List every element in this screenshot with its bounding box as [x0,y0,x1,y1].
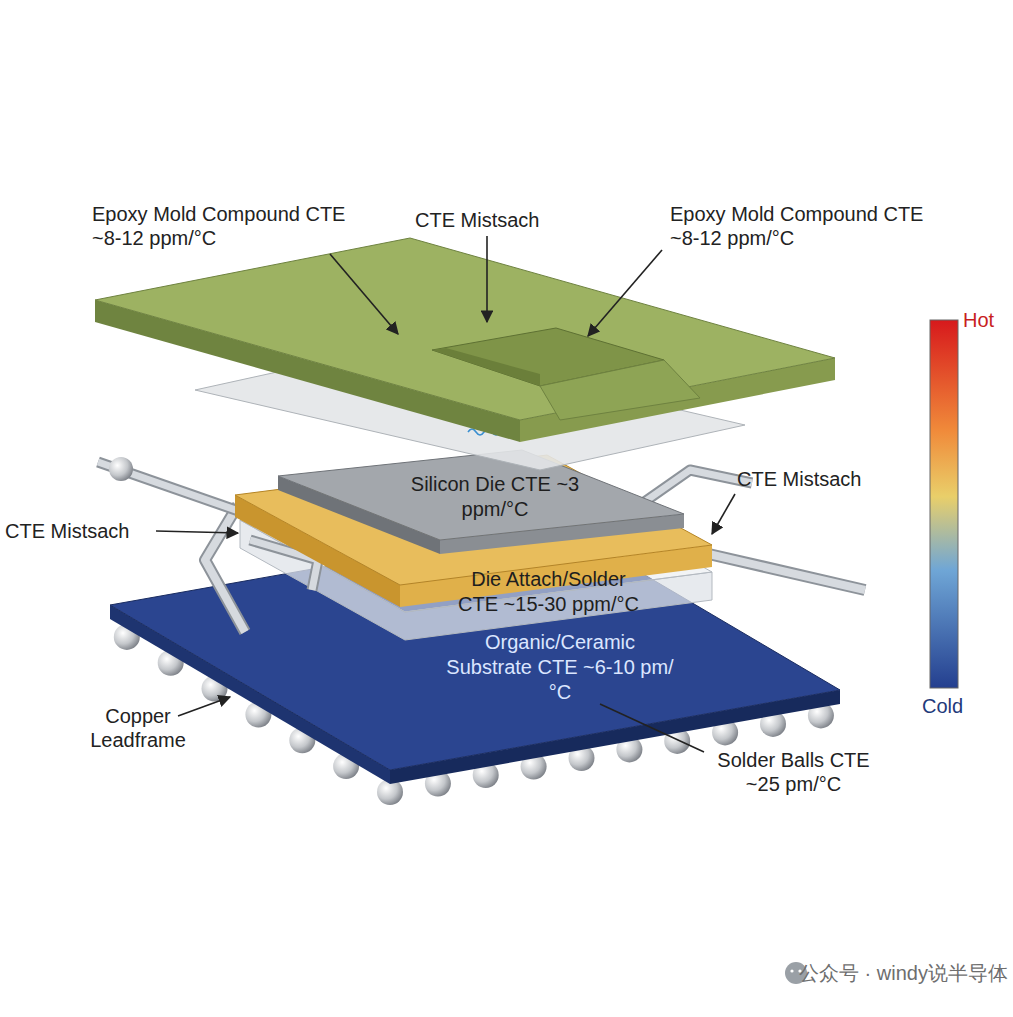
layer-label-box: Silicon Die CTE ~3 ppm/°C [400,472,590,522]
layer-text: Silicon Die CTE ~3 ppm/°C [400,472,590,522]
scale-cold: Cold [922,694,963,718]
material-callout: Epoxy Mold Compound CTE ~8-12 ppm/°C [670,202,945,251]
layer-label-box: Organic/Ceramic Substrate CTE ~6-10 pm/°… [440,630,680,705]
leadframe [98,457,865,632]
heat-scale [930,320,958,688]
watermark: 公众号 · windy说半导体 [799,961,1008,985]
mismatch-callout: CTE Mistsach [737,467,861,491]
silicon-die [278,450,684,554]
material-callout: Epoxy Mold Compound CTE ~8-12 ppm/°C [92,202,367,251]
mismatch-callout: CTE Mistsach [415,208,539,232]
mold-cavity-wall [432,348,540,386]
layer-text: Die Attach/Solder CTE ~15-30 ppm/°C [451,567,646,617]
part-callout: Copper Leadframe [78,704,198,753]
mismatch-callout: CTE Mistsach [5,519,129,543]
mold-compound [95,238,835,442]
layer-text: Organic/Ceramic Substrate CTE ~6-10 pm/°… [440,630,680,705]
layer-label-box: Die Attach/Solder CTE ~15-30 ppm/°C [451,567,646,617]
leader-lines [156,236,735,752]
mold-top [95,238,835,420]
die-top [278,450,684,540]
part-callout: Solder Balls CTE ~25 pm/°C [706,748,881,797]
mold-notch [540,360,700,420]
scale-hot: Hot [963,308,994,332]
